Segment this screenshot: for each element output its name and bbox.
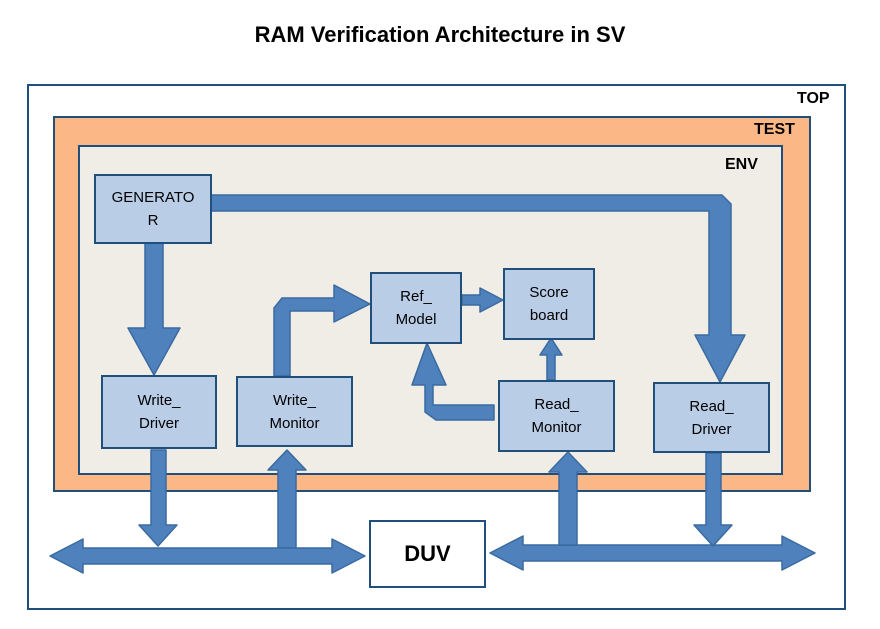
arrow-read-monitor-to-scoreboard <box>539 337 563 381</box>
left-bidirectional-bus <box>49 538 366 574</box>
generator-block: GENERATO R <box>94 174 212 244</box>
ref-model-block: Ref_ Model <box>370 272 462 344</box>
write-monitor-block: Write_ Monitor <box>236 376 353 447</box>
arrow-read-monitor-to-ref-model <box>411 342 495 421</box>
diagram-title: RAM Verification Architecture in SV <box>254 22 626 47</box>
arrow-ref-model-to-scoreboard <box>461 287 504 313</box>
right-bidirectional-bus <box>489 535 816 571</box>
read-driver-block: Read_ Driver <box>653 382 770 453</box>
arrow-write-driver-to-bus <box>138 449 178 547</box>
arrow-write-monitor-to-ref-model <box>273 284 371 377</box>
arrow-generator-to-read-driver <box>210 194 746 383</box>
env-label: ENV <box>725 156 758 173</box>
top-label: TOP <box>797 90 830 107</box>
scoreboard-block: Score board <box>503 268 595 340</box>
arrow-read-driver-to-bus <box>693 452 733 547</box>
test-label: TEST <box>754 121 795 138</box>
write-driver-block: Write_ Driver <box>101 375 217 449</box>
read-monitor-block: Read_ Monitor <box>498 380 615 452</box>
duv-block: DUV <box>369 520 486 588</box>
arrow-bus-to-write-monitor <box>267 449 307 549</box>
arrow-generator-to-write-driver <box>127 242 181 376</box>
arrow-bus-to-read-monitor <box>548 451 588 546</box>
